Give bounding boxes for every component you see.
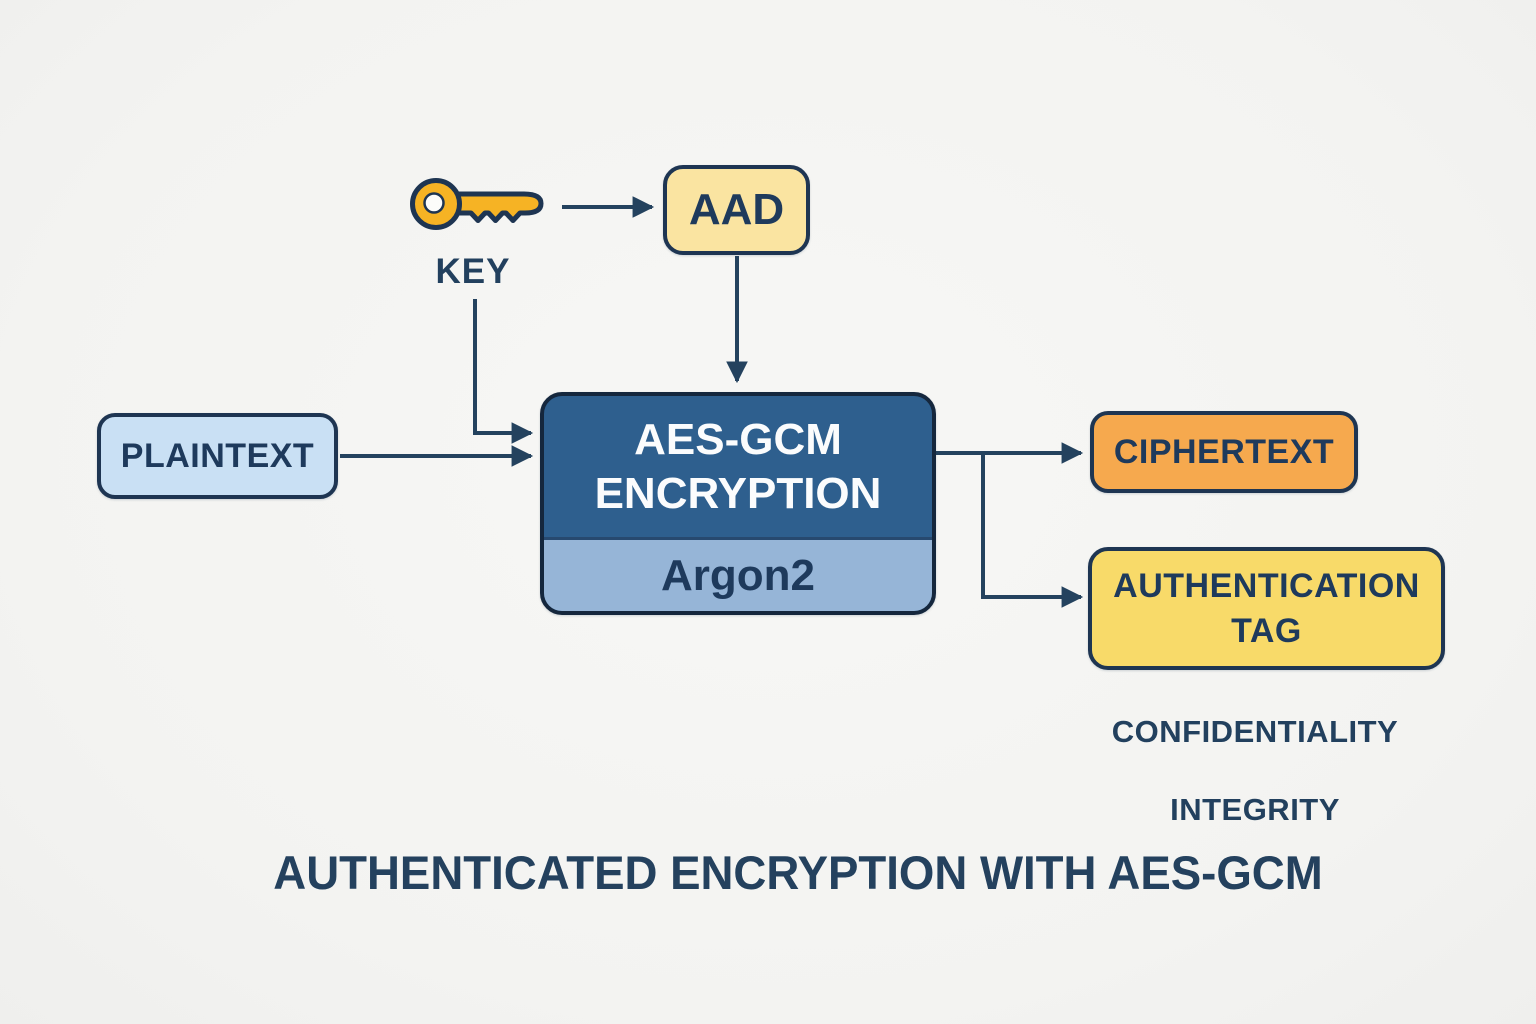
node-plaintext: PLAINTEXT [97,413,338,499]
node-plaintext-label: PLAINTEXT [120,436,315,475]
key-shaft [455,191,544,223]
node-authentication-tag: AUTHENTICATION TAG [1088,547,1445,670]
node-ciphertext-label: CIPHERTEXT [1113,432,1335,471]
confidentiality-label: CONFIDENTIALITY [1111,714,1399,749]
key-hole [423,192,445,214]
connector-aes-to-auth-tag [981,453,1084,608]
node-authentication-tag-label: AUTHENTICATION TAG [1113,567,1420,650]
node-aes-label: AES-GCM ENCRYPTION [594,414,882,518]
node-ciphertext: CIPHERTEXT [1090,411,1358,493]
connector-key-to-aes [473,299,534,444]
node-aad-label: AAD [688,185,785,234]
integrity-label: INTEGRITY [1170,792,1340,827]
aes-encryption-section: AES-GCM ENCRYPTION [544,396,932,537]
node-aes-gcm-encryption: AES-GCM ENCRYPTION Argon2 [540,392,936,615]
node-aad: AAD [663,165,810,255]
aes-argon2-section: Argon2 [544,537,932,611]
key-label: KEY [435,252,511,291]
node-argon2-label: Argon2 [661,550,815,600]
key-icon [410,178,544,230]
diagram-title: AUTHENTICATED ENCRYPTION WITH AES-GCM [273,846,1323,899]
